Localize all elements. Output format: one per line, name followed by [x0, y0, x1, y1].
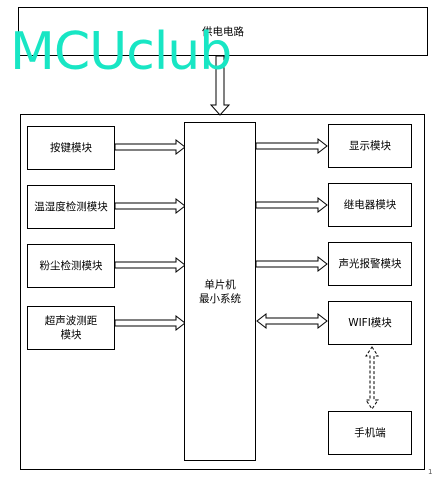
power-supply-box: 供电电路	[18, 7, 428, 56]
output-box-relay: 继电器模块	[328, 183, 412, 227]
output-wifi-label: WIFI模块	[348, 317, 392, 329]
phone-box: 手机端	[328, 411, 412, 455]
input-key-label: 按键模块	[50, 142, 92, 154]
power-to-mcu-arrow	[209, 55, 231, 116]
output-arrows	[255, 137, 328, 330]
input-ultrasonic-label-line1: 超声波测距	[44, 315, 98, 327]
output-alarm-label: 声光报警模块	[338, 258, 402, 270]
arrow-temp-to-mcu	[114, 197, 186, 215]
power-supply-label: 供电电路	[202, 26, 244, 38]
phone-label: 手机端	[354, 427, 386, 439]
arrow-dust-to-mcu	[114, 256, 186, 274]
arrow-ultrasonic-to-mcu	[114, 314, 186, 332]
input-box-dust: 粉尘检测模块	[27, 244, 115, 288]
arrow-mcu-to-display	[255, 137, 328, 155]
system-frame	[20, 114, 425, 470]
input-dust-label: 粉尘检测模块	[39, 260, 103, 272]
output-relay-label: 继电器模块	[343, 199, 397, 211]
mcu-label-line2: 最小系统	[199, 292, 241, 305]
input-box-ultrasonic: 超声波测距 模块	[27, 306, 115, 350]
input-temp-humidity-label: 温湿度检测模块	[34, 201, 108, 213]
wifi-phone-dashed-arrow	[365, 346, 379, 410]
output-display-label: 显示模块	[349, 140, 391, 152]
arrow-mcu-to-relay	[255, 196, 328, 214]
arrow-mcu-to-alarm	[255, 255, 328, 273]
arrow-mcu-wifi-bidirectional	[256, 312, 328, 330]
input-box-temp-humidity: 温湿度检测模块	[27, 185, 115, 229]
output-box-wifi: WIFI模块	[328, 301, 412, 345]
mcu-label-line1: 单片机	[204, 278, 236, 291]
arrow-key-to-mcu	[114, 138, 186, 156]
mcu-box: 单片机 最小系统	[184, 122, 256, 461]
corner-mark: 1	[428, 468, 433, 476]
input-ultrasonic-label-line2: 模块	[60, 329, 82, 341]
output-box-alarm: 声光报警模块	[328, 242, 412, 286]
input-box-key: 按键模块	[27, 126, 115, 170]
input-arrows	[114, 138, 186, 332]
watermark-logo: MCUclub	[10, 22, 232, 82]
output-box-display: 显示模块	[328, 124, 412, 168]
